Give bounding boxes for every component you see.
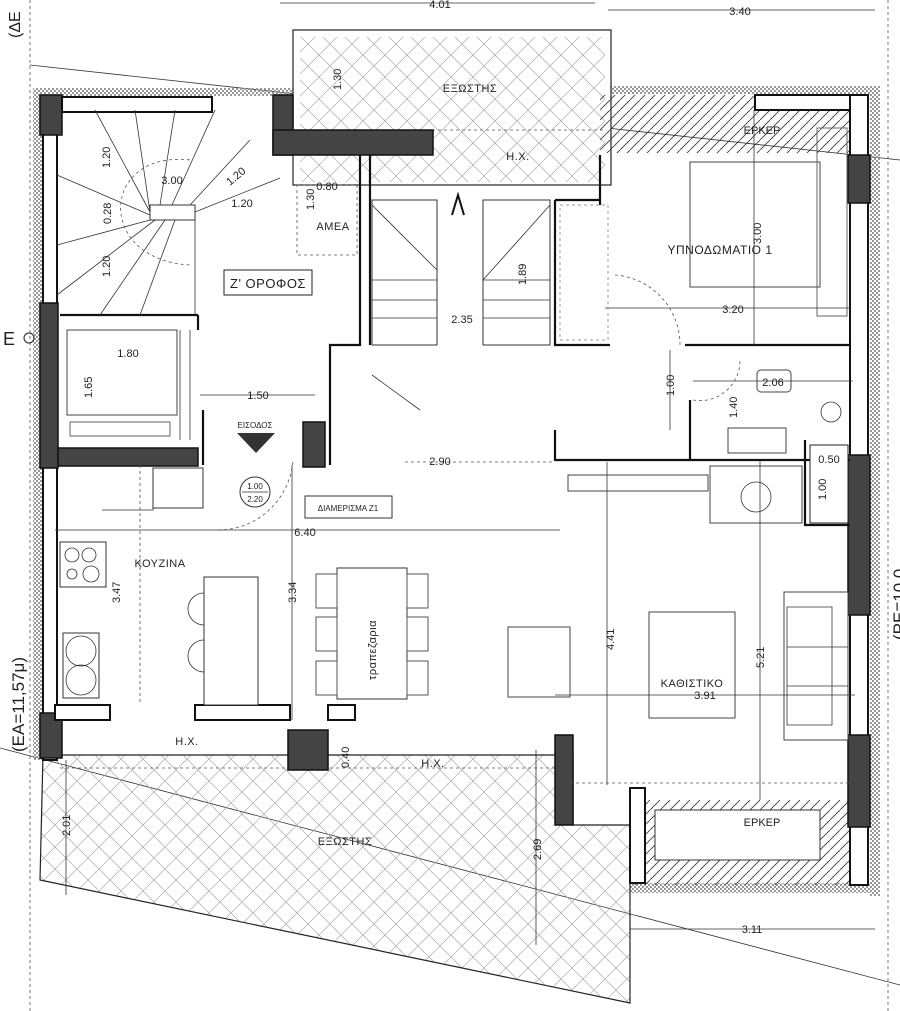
dim-lobby: 1.50: [247, 390, 268, 402]
dim-dining-h: 3.34: [287, 582, 299, 603]
svg-text:2.20: 2.20: [247, 495, 263, 504]
label-kitchen: ΚΟΥΖΙΝΑ: [134, 558, 185, 570]
dim-living-h1: 4.41: [605, 629, 617, 650]
dim-bottom-width: 3.11: [742, 924, 763, 936]
dim-corridor: 2.90: [429, 456, 450, 468]
dim-stair-width: 3.00: [161, 175, 182, 187]
label-amea: ΑΜΕΑ: [316, 221, 349, 233]
dim-balcony-left: 2.01: [61, 815, 73, 836]
dim-stair-a: 1.20: [101, 147, 113, 168]
svg-text:1.00: 1.00: [247, 482, 263, 491]
wc-shower: [809, 444, 849, 524]
dim-amea-h: 1.30: [305, 189, 317, 210]
boundary-label-right: (ΡΕ=10,0: [890, 569, 900, 640]
dim-balcony-right: 2.69: [532, 839, 544, 860]
walls: [39, 94, 871, 886]
label-erker-bottom: ΕΡΚΕΡ: [744, 817, 781, 829]
entrance-label: ΕΙΣΟΔΟΣ: [238, 421, 273, 430]
dim-balcony-depth: 1.30: [332, 69, 344, 90]
living-room: ΚΑΘΙΣΤΙΚΟ 4.41 5.21 3.91: [507, 460, 855, 800]
sink-icon: [62, 632, 100, 699]
dim-bath-h: 1.40: [728, 397, 740, 418]
entrance[interactable]: ΕΙΣΟΔΟΣ 1.00 2.20: [217, 421, 294, 531]
bed: [689, 161, 821, 288]
dim-stairs-w: 2.35: [451, 314, 472, 326]
label-dining: τραπεζαρια: [367, 620, 379, 680]
dim-stair-e: 1.20: [101, 256, 113, 277]
washbasin: [727, 427, 787, 454]
dim-living-h2: 5.21: [755, 647, 767, 668]
label-balcony-top: ΕΞΩΣΤΗΣ: [443, 83, 497, 95]
dim-kitchen-h: 3.47: [111, 582, 123, 603]
label-erker-top: ΕΡΚΕΡ: [744, 125, 781, 137]
dim-amea-w: 0.80: [316, 181, 337, 193]
dim-bath-w: 2.06: [762, 377, 783, 389]
top-dimensions: 4.01 3.40 (ΔΕ: [7, 0, 875, 38]
svg-text:Ζ' ΟΡΟΦΟΣ: Ζ' ΟΡΟΦΟΣ: [230, 276, 306, 291]
elevator: 1.80 1.65 1.50: [66, 329, 315, 440]
bathroom: 1.00 1.40 2.06 0.50 1.00: [665, 350, 853, 524]
amea-space: 0.80 1.30 ΑΜΕΑ: [296, 181, 358, 256]
bedroom: 3.00 ΥΠΝΟΔΩΜΑΤΙΟ 1 3.20: [559, 110, 850, 346]
dim-elevator-h: 1.65: [83, 377, 95, 398]
marker-e-circle-icon: [23, 332, 35, 344]
dim-bedroom-h: 3.00: [752, 223, 764, 244]
dim-hall-h: 1.00: [665, 375, 677, 396]
dim-wc-w: 0.50: [818, 454, 839, 466]
dim-stair-c: 1.20: [231, 198, 252, 210]
boundary-label-left: (ΕΑ=11,57μ): [9, 657, 28, 752]
dim-stair-d: 0.28: [102, 203, 114, 224]
entrance-arrow-icon: [237, 433, 275, 453]
sofa: [783, 591, 849, 741]
boundary-label-top-left: (ΔΕ: [7, 11, 24, 38]
label-balcony-bottom: ΕΞΩΣΤΗΣ: [318, 836, 372, 848]
label-hx-bottom-left: Η.Χ.: [175, 736, 198, 748]
floor-label: Ζ' ΟΡΟΦΟΣ: [223, 269, 313, 296]
label-living: ΚΑΘΙΣΤΙΚΟ: [661, 678, 724, 690]
top-balcony: ΕΞΩΣΤΗΣ Η.Χ. 1.30: [292, 29, 612, 186]
dim-stairs-h: 1.89: [517, 264, 529, 285]
building-outline: [33, 86, 880, 896]
central-stairs: 1.89 2.35: [371, 191, 551, 411]
svg-text:ΔΙΑΜΕΡΙΣΜΑ Ζ1: ΔΙΑΜΕΡΙΣΜΑ Ζ1: [318, 504, 379, 513]
label-hx-bottom-right: Η.Χ.: [421, 758, 444, 770]
armchair: [507, 626, 571, 698]
dim-elevator-w: 1.80: [117, 348, 138, 360]
label-hx-top: Η.Χ.: [506, 151, 529, 163]
dim-hx-depth: 0.40: [340, 747, 352, 768]
dim-wc-h: 1.00: [817, 479, 829, 500]
kitchen-island: [203, 576, 259, 706]
toilet-icon: [820, 401, 842, 423]
erker-top: ΕΡΚΕΡ: [600, 94, 851, 153]
apartment-label: ΔΙΑΜΕΡΙΣΜΑ Ζ1: [304, 495, 393, 519]
dim-living-w: 3.91: [694, 690, 715, 702]
marker-e: E: [3, 329, 15, 349]
erker-bottom: ΕΡΚΕΡ: [629, 787, 850, 885]
dining-table: τραπεζαρια: [315, 567, 429, 700]
label-bedroom: ΥΠΝΟΔΩΜΑΤΙΟ 1: [667, 243, 772, 257]
dim-stair-b: 1.20: [224, 165, 248, 188]
dim-main-width: 6.40: [294, 527, 315, 539]
kitchen: ΚΟΥΖΙΝΑ 3.47 3.34: [59, 465, 299, 720]
dim-top-right: 3.40: [729, 6, 750, 18]
dim-top-left: 4.01: [429, 0, 450, 11]
coffee-table: [648, 611, 736, 719]
dim-bedroom-w: 3.20: [722, 304, 743, 316]
cooktop-icon: [59, 541, 107, 588]
